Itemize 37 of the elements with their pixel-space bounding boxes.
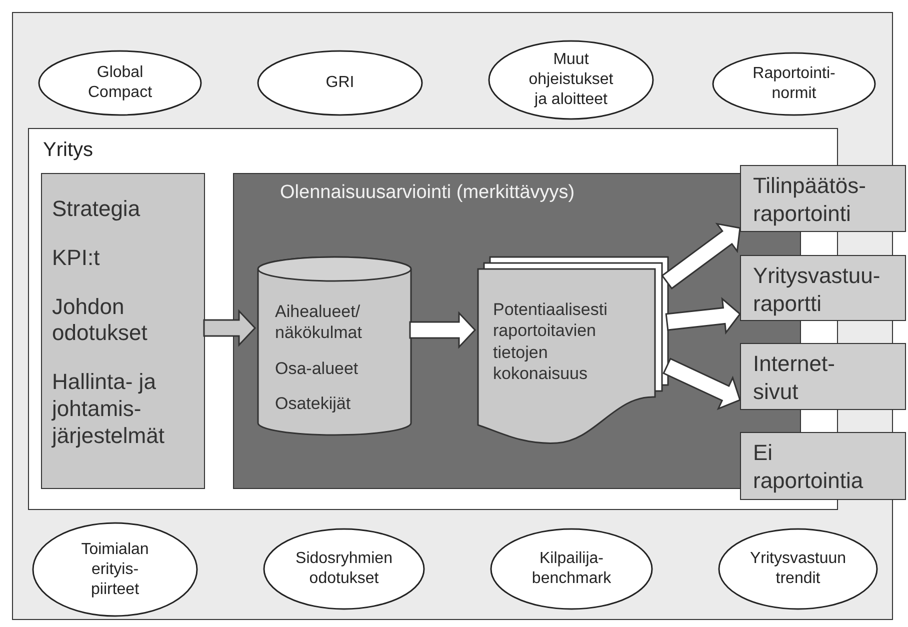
node-text: Tilinpäätös-raportointi [753,172,867,227]
output-box [740,165,906,232]
node-text: Toimialan erityis-piirteet [80,540,150,600]
node-text: Global Compact [86,63,154,103]
node-text: Raportointi-normit [752,64,836,104]
node-text: Yritysvastuun trendit [748,549,848,589]
ellipse-node [38,50,202,116]
node-text: Internet-sivut [753,350,836,405]
ellipse-node [490,528,653,610]
output-box [740,432,906,500]
node-text: Muut ohjeistukset ja aloitteet [528,50,614,110]
ellipse-node [712,52,876,116]
output-box [740,255,906,321]
block-arrow [661,222,741,290]
node-text: Potentiaalisesti raportoitavien tietojen kokonaisuus [493,299,608,384]
ellipse-node [718,528,878,610]
node-text: Ei raportointia [753,439,864,494]
node-text: KPI:t [52,244,101,272]
list-box [41,173,205,489]
ellipse-node [257,50,423,116]
ellipse-node [263,528,425,610]
document-stack [477,257,669,445]
node-text: Yritysvastuu-raportti [753,262,882,317]
node-text: Kilpailija-benchmark [530,549,612,589]
node-text: Strategia [52,196,142,223]
node-text: Sidosryhmien odotukset [294,549,394,589]
ellipse-node [488,40,654,120]
ellipse-node [32,522,198,617]
block-arrow [662,358,741,410]
node-text: Johdon odotukset [52,294,148,348]
block-arrow [665,297,742,335]
block-arrow [203,309,256,347]
node-text: GRI [326,73,354,93]
output-box [740,343,906,410]
block-arrow [409,311,476,349]
node-text: Yritys [43,139,94,162]
node-text: Hallinta- ja johtamis-järjestelmät [52,369,166,450]
